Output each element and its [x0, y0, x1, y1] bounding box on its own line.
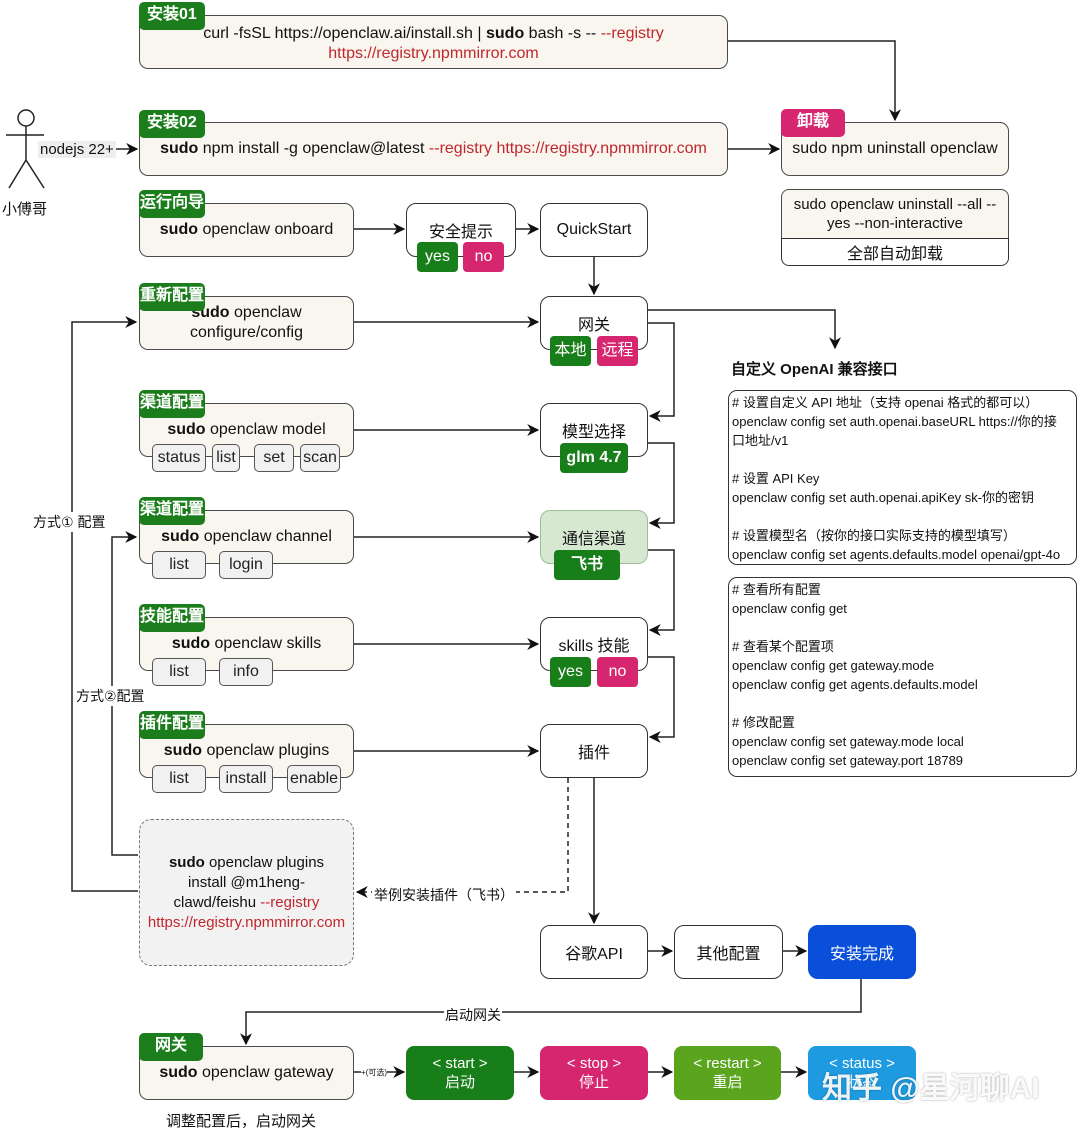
edge-method1-loop: [71, 316, 138, 892]
action-start-button[interactable]: < start > 启动: [406, 1046, 514, 1100]
quickstart-node: QuickStart: [540, 203, 648, 257]
config-commands-box: # 查看所有配置 openclaw config get # 查看某个配置项 open…: [728, 577, 1077, 777]
skills-yes-chip[interactable]: yes: [550, 657, 591, 687]
openai-section-title: 自定义 OpenAI 兼容接口: [731, 361, 898, 378]
action-restart-button[interactable]: < restart > 重启: [674, 1046, 781, 1100]
code-line: openclaw config set gateway.mode local: [732, 734, 964, 749]
edge-model-channel: [648, 442, 675, 529]
model-value-chip[interactable]: glm 4.7: [560, 443, 628, 473]
code-line: openclaw config get: [732, 601, 847, 616]
install02-box: sudo npm install -g openclaw@latest --re…: [139, 122, 728, 176]
code-line: openclaw config set agents.defaults.mode…: [732, 547, 1061, 562]
start-gateway-label: 启动网关: [444, 1005, 502, 1025]
install01-box: curl -fsSL https://openclaw.ai/install.s…: [139, 15, 728, 69]
method1-label: 方式① 配置: [33, 512, 106, 532]
plugin-example-edge-label: 举例安装插件（飞书）: [372, 885, 516, 905]
actor-name: 小傅哥: [2, 201, 48, 218]
code-line: openclaw config get agents.defaults.mode…: [732, 677, 978, 692]
method2-label: 方式②配置: [76, 686, 145, 706]
openai-config-box: # 设置自定义 API 地址（支持 openai 格式的都可以） openclaw…: [728, 390, 1077, 565]
uninstall-all-label: 全部自动卸载: [781, 238, 1009, 266]
edge-plugins-example: [355, 778, 569, 898]
edge-gateway-openai: [648, 309, 841, 350]
code-line: # 设置 API Key: [732, 471, 820, 486]
code-line: [732, 507, 1073, 526]
uninstall-all-box: sudo openclaw uninstall --all --yes --no…: [781, 189, 1009, 239]
edge-channel-skills: [648, 549, 675, 636]
skills-sub-list[interactable]: list: [152, 658, 206, 686]
model-sub-set[interactable]: set: [254, 444, 294, 472]
code-line: # 查看所有配置: [732, 582, 821, 597]
model-sub-scan[interactable]: scan: [300, 444, 340, 472]
channel-sub-list[interactable]: list: [152, 551, 206, 579]
code-line: [732, 450, 1073, 469]
model-sub-status[interactable]: status: [152, 444, 206, 472]
security-yes-chip[interactable]: yes: [417, 242, 458, 272]
skills-no-chip[interactable]: no: [597, 657, 638, 687]
code-line: # 查看某个配置项: [732, 639, 834, 654]
code-line: # 设置模型名（按你的接口实际支持的模型填写）: [732, 528, 1016, 543]
uninstall-tag: 卸载: [781, 109, 846, 137]
code-line: # 设置自定义 API 地址（支持 openai 格式的都可以）: [732, 395, 1039, 410]
code-line: openclaw config set auth.openai.baseURL …: [732, 414, 1057, 429]
install02-tag: 安装02: [139, 110, 205, 138]
channel-cfg-tag: 渠道配置: [139, 497, 206, 525]
plugins-sub-install[interactable]: install: [219, 765, 273, 793]
plugins-sub-enable[interactable]: enable: [287, 765, 341, 793]
code-line: openclaw config get gateway.mode: [732, 658, 935, 673]
plugins-node: 插件: [540, 724, 648, 778]
edge-skills-plugins: [648, 656, 675, 743]
code-line: [732, 618, 1073, 637]
action-stop-button[interactable]: < stop > 停止: [540, 1046, 648, 1100]
code-line: 口地址/v1: [732, 433, 789, 448]
plugins-cfg-tag: 插件配置: [139, 711, 206, 739]
google-api-node: 谷歌API: [540, 925, 648, 979]
code-line: [732, 694, 1073, 713]
gateway-remote-chip[interactable]: 远程: [597, 336, 638, 366]
other-config-node: 其他配置: [674, 925, 783, 979]
optional-edge-label: +(可选): [361, 1067, 387, 1078]
skills-cfg-tag: 技能配置: [139, 604, 206, 632]
gateway-cmd-tag: 网关: [139, 1033, 204, 1061]
install01-url: https://registry.npmmirror.com: [328, 45, 539, 62]
gateway-cmd-note: 调整配置后，启动网关: [166, 1113, 317, 1130]
onboard-tag: 运行向导: [139, 190, 206, 218]
install01-line1: curl -fsSL https://openclaw.ai/install.s…: [203, 25, 664, 42]
install-done-node: 安装完成: [808, 925, 916, 979]
plugin-example-box: sudo openclaw plugins install @m1heng- c…: [139, 819, 354, 966]
channel-value-chip[interactable]: 飞书: [554, 550, 620, 580]
model-sub-list[interactable]: list: [212, 444, 240, 472]
edge-done-gatewaycmd: [240, 979, 862, 1046]
code-line: openclaw config set auth.openai.apiKey s…: [732, 490, 1035, 505]
code-line: # 修改配置: [732, 715, 795, 730]
code-line: openclaw config set gateway.port 18789: [732, 753, 964, 768]
edge-gateway-model: [648, 322, 675, 422]
actor-edge-label: nodejs 22+: [38, 141, 116, 158]
install01-tag: 安装01: [139, 2, 205, 30]
channel-sub-login[interactable]: login: [219, 551, 273, 579]
skills-sub-info[interactable]: info: [219, 658, 273, 686]
model-cfg-tag: 渠道配置: [139, 390, 206, 418]
security-no-chip[interactable]: no: [463, 242, 504, 272]
action-status-button[interactable]: < status > 状态: [808, 1046, 916, 1100]
plugins-sub-list[interactable]: list: [152, 765, 206, 793]
reconfig-tag: 重新配置: [139, 283, 206, 311]
gateway-local-chip[interactable]: 本地: [550, 336, 591, 366]
watermark: 知乎 @星河聊AI: [822, 1072, 1040, 1105]
